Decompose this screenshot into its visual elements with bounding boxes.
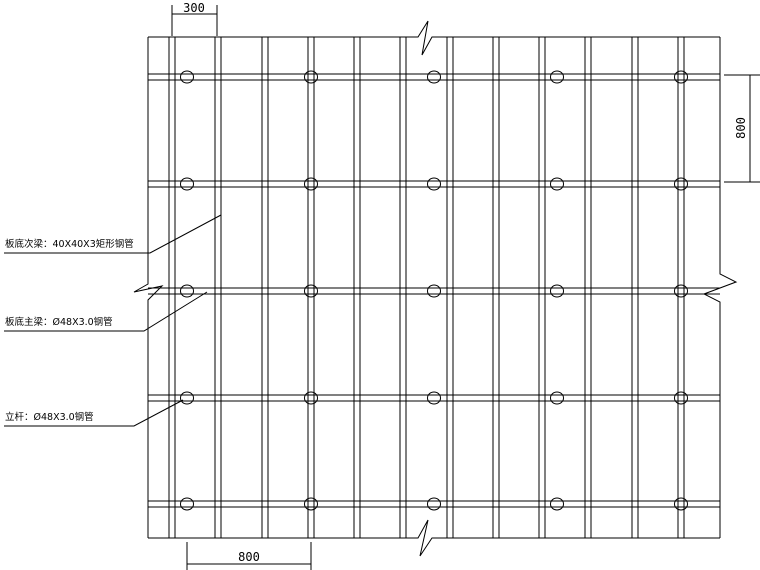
- top-frame-line: [148, 20, 720, 56]
- pole-circle-r2-c3: [427, 177, 441, 191]
- pole-circle-r5-c3: [427, 497, 441, 511]
- dimension-top-text: 300: [183, 1, 205, 15]
- label-main-beam-text: 板底主梁：Ø48X3.0钢管: [5, 316, 113, 328]
- pole-circle-r2-c1: [180, 177, 194, 191]
- pole-circle-r3-c2: [304, 284, 318, 298]
- main-beam-5: [148, 500, 720, 508]
- pole-circle-r3-c3: [427, 284, 441, 298]
- label-pole: 立杆：Ø48X3.0钢管: [4, 399, 184, 427]
- main-beam-4: [148, 394, 720, 402]
- main-beam-1: [148, 73, 720, 81]
- main-beam-3: [148, 287, 720, 295]
- pole-circle-r5-c1: [180, 497, 194, 511]
- bottom-frame-line: [148, 519, 720, 557]
- pole-circle-r4-c2: [304, 391, 318, 405]
- label-main-beam: 板底主梁：Ø48X3.0钢管: [4, 291, 208, 332]
- main-beam-lines: [148, 73, 720, 508]
- pole-circle-r1-c5: [674, 70, 688, 84]
- pole-circle-r3-c5: [674, 284, 688, 298]
- pole-circle-r2-c4: [550, 177, 564, 191]
- pole-circle-r4-c3: [427, 391, 441, 405]
- dimension-bottom: 800: [186, 542, 312, 570]
- frame-lines: [133, 20, 738, 557]
- label-secondary-beam: 板底次梁：40X40X3矩形钢管: [4, 214, 222, 254]
- dimension-right: 800: [724, 74, 760, 183]
- pole-circle-r4-c1: [180, 391, 194, 405]
- pole-circle-r2-c5: [674, 177, 688, 191]
- pole-circle-r4-c5: [674, 391, 688, 405]
- dimension-top: 300: [171, 1, 218, 36]
- pole-circle-r3-c4: [550, 284, 564, 298]
- pole-circle-r4-c4: [550, 391, 564, 405]
- dimension-right-text: 800: [734, 117, 748, 139]
- label-secondary-beam-text: 板底次梁：40X40X3矩形钢管: [5, 238, 134, 250]
- pole-circle-r1-c3: [427, 70, 441, 84]
- pole-circle-r1-c1: [180, 70, 194, 84]
- left-frame-line: [133, 37, 164, 538]
- dimension-bottom-text: 800: [238, 550, 260, 564]
- pole-circles: [180, 70, 688, 511]
- pole-circle-r3-c1: [180, 284, 194, 298]
- label-pole-text: 立杆：Ø48X3.0钢管: [5, 411, 94, 423]
- pole-circle-r1-c2: [304, 70, 318, 84]
- pole-circle-r1-c4: [550, 70, 564, 84]
- pole-circle-r5-c4: [550, 497, 564, 511]
- main-beam-2: [148, 180, 720, 188]
- pole-circle-r5-c2: [304, 497, 318, 511]
- pole-circle-r2-c2: [304, 177, 318, 191]
- pole-circle-r5-c5: [674, 497, 688, 511]
